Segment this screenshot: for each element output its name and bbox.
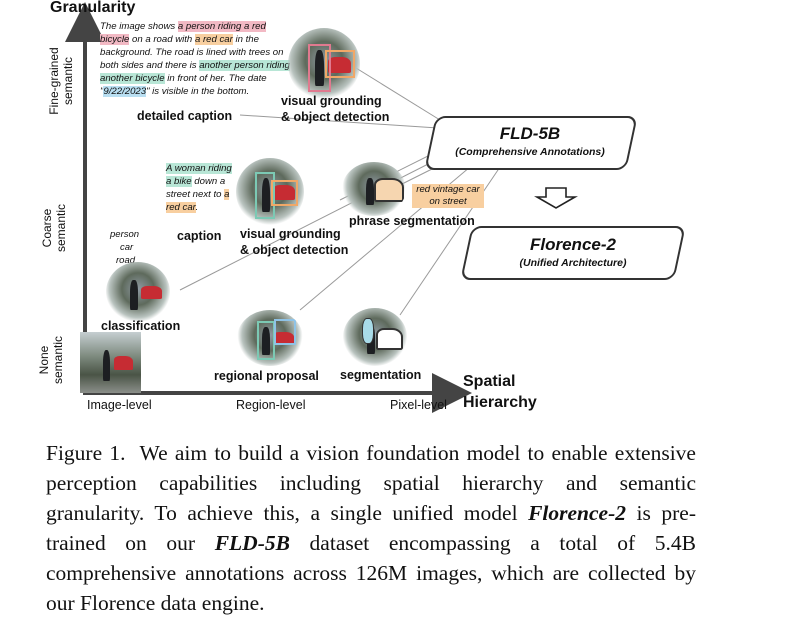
- classification-tag-car: car: [120, 242, 134, 253]
- down-arrow-icon: [534, 187, 578, 209]
- thumbnail-segmentation: [343, 308, 407, 366]
- short-caption-text: A woman riding a bike down a street next…: [166, 163, 232, 213]
- task-vg-od-coarse-line1: visual grounding: [240, 227, 341, 241]
- task-vg-od-fine-line1: visual grounding: [281, 94, 382, 108]
- classification-tag-person: person: [110, 229, 140, 240]
- y-level-coarse: Coarse semantic: [40, 203, 68, 253]
- detailed-caption-text: The image shows a person riding a red bi…: [100, 21, 290, 97]
- x-axis-title-line1: Spatial: [463, 373, 516, 390]
- task-classification: classification: [101, 319, 181, 333]
- task-phrase-segmentation: phrase segmentation: [349, 214, 475, 228]
- classification-tag-road: road: [116, 255, 136, 266]
- phrase-text: red vintage car on street: [412, 184, 484, 208]
- source-image-thumbnail: [80, 332, 141, 393]
- thumbnail-coarse-grounding: [236, 158, 304, 226]
- task-regional-proposal: regional proposal: [214, 369, 319, 383]
- y-level-none: None semantic: [37, 335, 65, 385]
- x-level-pixel: Pixel-level: [390, 398, 447, 412]
- thumbnail-fine-grounding: [288, 28, 360, 100]
- dataset-name: FLD-5B: [214, 531, 290, 555]
- fld5b-title: FLD-5B: [499, 124, 561, 143]
- fld5b-subtitle: (Comprehensive Annotations): [455, 146, 605, 158]
- thumbnail-regional-proposal: [237, 310, 303, 366]
- thumbnail-classification: [106, 262, 170, 322]
- figure-caption: Figure 1. We aim to build a vision found…: [46, 441, 697, 615]
- task-segmentation: segmentation: [340, 368, 422, 382]
- detailed-caption-label: detailed caption: [137, 109, 233, 123]
- y-axis-title: Granularity: [50, 0, 136, 16]
- model-name: Florence-2: [528, 501, 627, 525]
- thumbnail-phrase-segmentation: [342, 162, 406, 216]
- x-level-image: Image-level: [87, 398, 152, 412]
- x-axis-title-line2: Hierarchy: [463, 394, 537, 411]
- task-vg-od-fine-line2: & object detection: [281, 110, 390, 124]
- short-caption-label: caption: [177, 229, 222, 243]
- x-level-region: Region-level: [236, 398, 306, 412]
- y-level-fine: Fine-grained semantic: [47, 47, 75, 115]
- figure-label: Figure 1.: [46, 441, 126, 465]
- task-vg-od-coarse-line2: & object detection: [240, 243, 349, 257]
- florence2-title: Florence-2: [530, 235, 616, 254]
- florence2-subtitle: (Unified Architecture): [519, 257, 627, 269]
